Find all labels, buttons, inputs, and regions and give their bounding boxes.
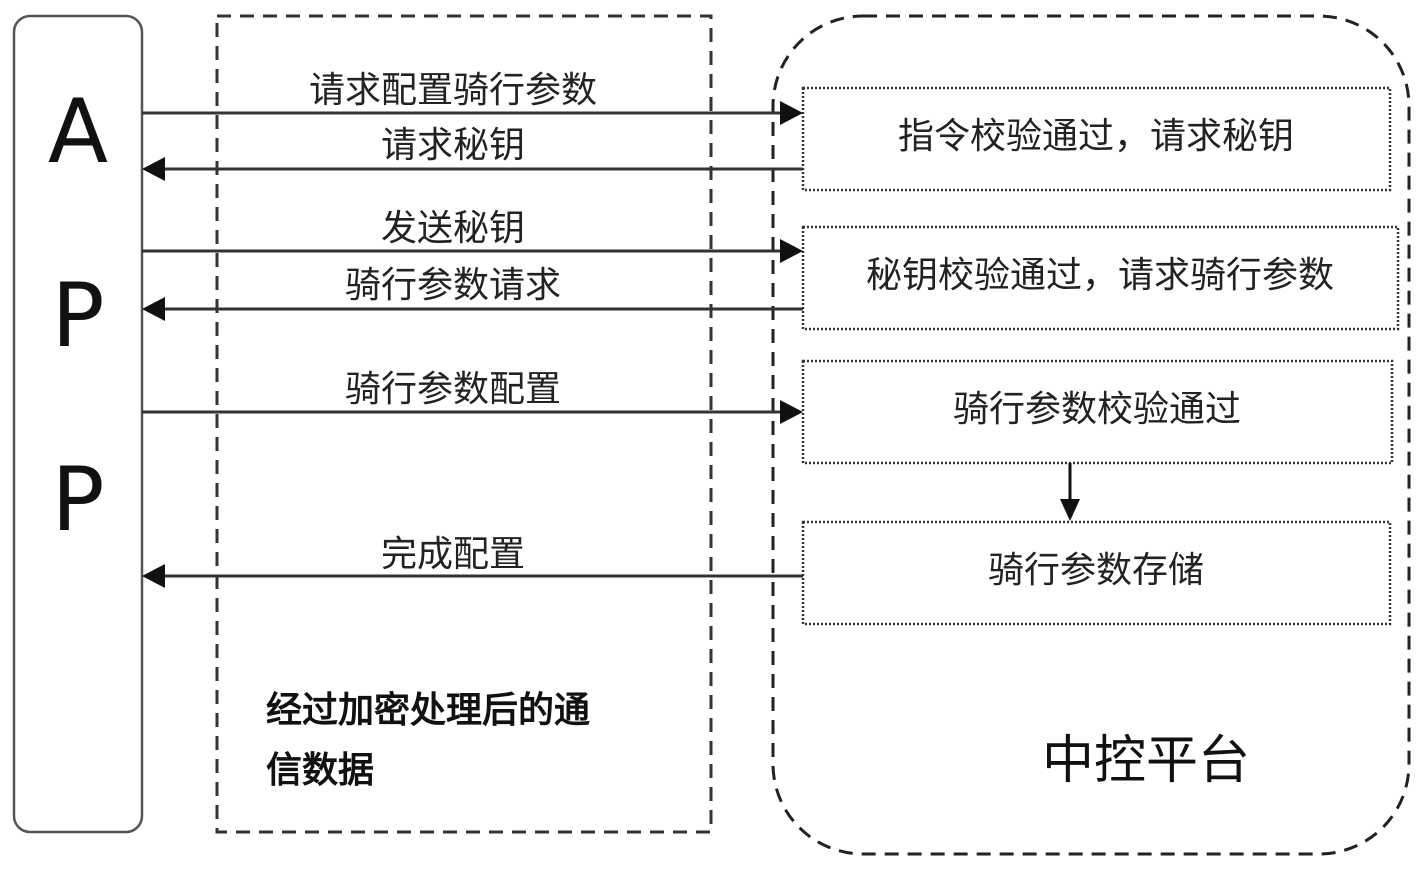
step-3-to-4-arrow	[1060, 463, 1080, 521]
app-letter-a: A	[48, 80, 108, 183]
platform-box: 中控平台	[771, 14, 1411, 856]
message-4: 骑行参数请求	[142, 265, 803, 321]
message-2: 请求秘钥	[142, 125, 803, 181]
channel-note-line2: 信数据	[266, 749, 374, 791]
encrypted-channel-box: 经过加密处理后的通 信数据	[215, 14, 713, 834]
message-6: 完成配置	[142, 534, 803, 588]
message-label: 完成配置	[381, 534, 525, 575]
message-label: 请求配置骑行参数	[309, 70, 597, 111]
app-letter-p1: P	[51, 264, 104, 367]
app-box: A P P	[12, 14, 144, 834]
message-label: 骑行参数配置	[345, 369, 561, 410]
step-label: 骑行参数校验通过	[953, 389, 1241, 430]
platform-step-1: 指令校验通过，请求秘钥	[801, 86, 1392, 192]
message-1: 请求配置骑行参数	[142, 70, 803, 125]
platform-title: 中控平台	[1042, 731, 1250, 791]
message-label: 骑行参数请求	[345, 265, 561, 306]
step-label: 骑行参数存储	[988, 550, 1204, 591]
step-label: 秘钥校验通过，请求骑行参数	[866, 255, 1334, 296]
message-3: 发送秘钥	[142, 208, 803, 263]
message-label: 发送秘钥	[381, 208, 525, 249]
platform-step-2: 秘钥校验通过，请求骑行参数	[801, 225, 1400, 331]
platform-step-3: 骑行参数校验通过	[801, 359, 1394, 465]
channel-note-line1: 经过加密处理后的通	[266, 689, 590, 731]
platform-step-4: 骑行参数存储	[801, 520, 1392, 626]
message-label: 请求秘钥	[381, 125, 525, 166]
app-letter-p2: P	[51, 448, 104, 551]
message-5: 骑行参数配置	[142, 369, 803, 424]
step-label: 指令校验通过，请求秘钥	[898, 116, 1294, 157]
